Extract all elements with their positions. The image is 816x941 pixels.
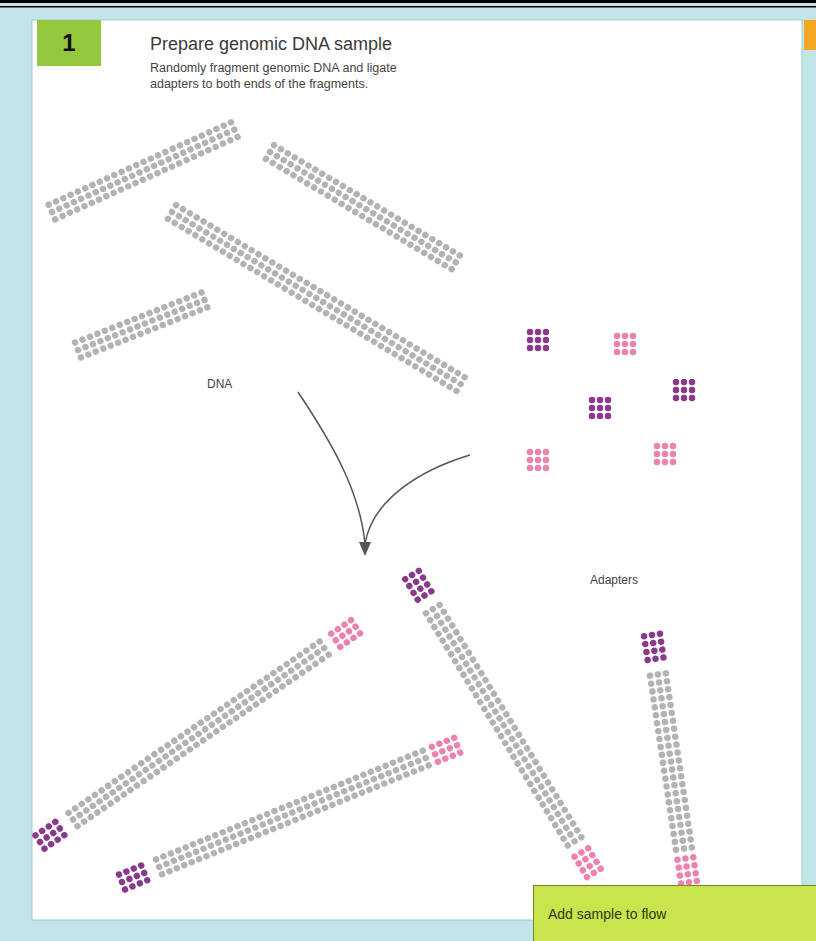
step-number-box: 1	[37, 20, 101, 66]
adapters-label: Adapters	[590, 573, 638, 587]
node-text: 1	[62, 29, 75, 57]
panel	[32, 20, 802, 920]
step-description: Randomly fragment genomic DNA and ligate…	[150, 60, 425, 92]
top-rule	[0, 0, 816, 3]
step-title: Prepare genomic DNA sample	[150, 34, 392, 55]
next-step-box: Add sample to flow	[533, 885, 816, 941]
top-rule	[0, 6, 816, 8]
adapters	[530, 332, 692, 476]
dna-label: DNA	[207, 377, 232, 391]
next-panel-strip	[804, 20, 816, 50]
merge-arrow	[298, 392, 470, 556]
node-text: Add sample to flow	[548, 906, 666, 922]
ligated-fragments	[35, 571, 698, 892]
dna-fragments	[49, 121, 467, 392]
